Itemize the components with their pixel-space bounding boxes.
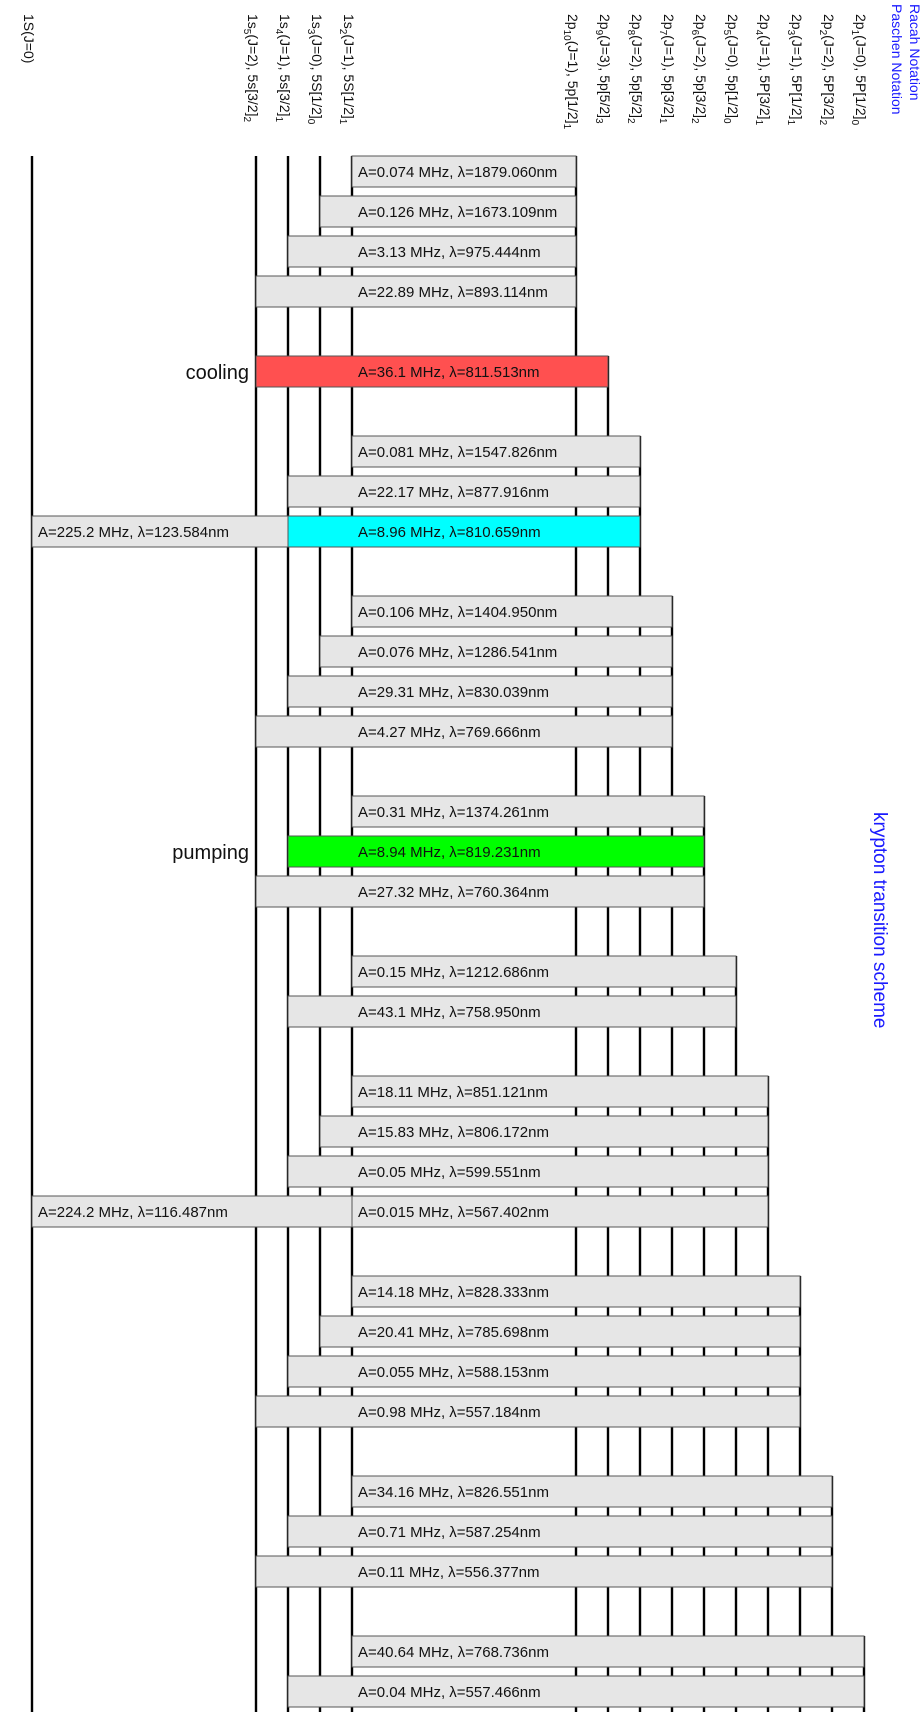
transition-label: A=34.16 MHz, λ=826.551nm [358, 1484, 549, 1501]
transition-bar [319, 1115, 769, 1148]
process-label-cooling: cooling [186, 362, 249, 384]
transition-label: A=0.074 MHz, λ=1879.060nm [358, 164, 557, 181]
transition-label: A=0.015 MHz, λ=567.402nm [358, 1204, 549, 1221]
uv-transition-bar [31, 515, 289, 548]
transition-label: A=29.31 MHz, λ=830.039nm [358, 684, 549, 701]
transition-label: A=0.126 MHz, λ=1673.109nm [358, 204, 557, 221]
transition-bar [287, 1355, 801, 1388]
level-label-2p6: 2p6(J=2), 5p[3/2]2 [689, 14, 709, 124]
transition-label: A=15.83 MHz, λ=806.172nm [358, 1124, 549, 1141]
transition-label: A=22.89 MHz, λ=893.114nm [358, 284, 548, 301]
uv-transition-label: A=224.2 MHz, λ=116.487nm [38, 1204, 228, 1221]
transition-bar [351, 1075, 769, 1108]
transition-label: A=27.32 MHz, λ=760.364nm [358, 884, 549, 901]
transition-label: A=18.11 MHz, λ=851.121nm [358, 1084, 548, 1101]
transition-bar [319, 635, 673, 668]
transition-label: A=40.64 MHz, λ=768.736nm [358, 1644, 549, 1661]
transition-label: A=0.11 MHz, λ=556.377nm [358, 1564, 540, 1581]
transition-label: A=36.1 MHz, λ=811.513nm [358, 364, 540, 381]
level-label-2p8: 2p8(J=2), 5p[5/2]2 [625, 14, 645, 124]
level-label-2p9: 2p9(J=3), 5p[5/2]3 [593, 14, 613, 124]
level-label-2p7: 2p7(J=1), 5p[3/2]1 [657, 14, 677, 124]
transition-bar [255, 1555, 833, 1588]
level-label-1s5: 1s5(J=2), 5s[3/2]2 [241, 14, 261, 122]
racah-notation-header: Racah Notation [907, 4, 923, 101]
paschen-notation-header: Paschen Notation [889, 4, 905, 115]
transition-label: A=22.17 MHz, λ=877.916nm [358, 484, 549, 501]
transition-label: A=0.04 MHz, λ=557.466nm [358, 1684, 541, 1701]
transition-bar [351, 795, 705, 828]
level-label-1s3: 1s3(J=0), 5S[1/2]0 [305, 14, 325, 125]
transition-label: A=4.27 MHz, λ=769.666nm [358, 724, 541, 741]
transition-label: A=0.31 MHz, λ=1374.261nm [358, 804, 549, 821]
transition-bar [287, 235, 577, 268]
diagram-title: krypton transition scheme [869, 812, 890, 1029]
transition-bar [319, 1315, 801, 1348]
transition-bar [351, 1275, 801, 1308]
transition-bar [287, 835, 705, 868]
level-labels: 1S(J=0) 1s5(J=2), 5s[3/2]2 1s4(J=1), 5s[3/… [21, 14, 869, 130]
level-label-2p10: 2p10(J=1), 5p[1/2]1 [561, 14, 581, 130]
level-label-2p4: 2p4(J=1), 5P[3/2]1 [753, 14, 773, 126]
level-label-2p5: 2p5(J=0), 5p[1/2]0 [721, 14, 741, 124]
transition-label: A=20.41 MHz, λ=785.698nm [358, 1324, 549, 1341]
transition-bar [287, 1515, 833, 1548]
transition-label: A=0.98 MHz, λ=557.184nm [358, 1404, 541, 1421]
transition-label: A=0.055 MHz, λ=588.153nm [358, 1364, 549, 1381]
transition-label: A=0.106 MHz, λ=1404.950nm [358, 604, 557, 621]
transition-label: A=0.076 MHz, λ=1286.541nm [358, 644, 557, 661]
transition-bar [319, 195, 577, 228]
level-label-2p2: 2p2(J=2), 5P[3/2]2 [817, 14, 837, 126]
transition-bar [351, 1475, 833, 1508]
level-label-1s4: 1s4(J=1), 5s[3/2]1 [273, 14, 293, 122]
transition-bar [351, 435, 641, 468]
transition-label: A=0.71 MHz, λ=587.254nm [358, 1524, 541, 1541]
transition-label: A=14.18 MHz, λ=828.333nm [358, 1284, 549, 1301]
transition-bar [255, 515, 641, 548]
transition-bar [287, 1155, 769, 1188]
transition-bar [255, 875, 705, 908]
transition-label: A=0.081 MHz, λ=1547.826nm [358, 444, 557, 461]
uv-transition-bar [31, 1195, 353, 1228]
transition-label: A=8.96 MHz, λ=810.659nm [358, 524, 541, 541]
level-label-1s2: 1s2(J=1), 5S[1/2]1 [337, 14, 357, 125]
transition-bar [351, 955, 737, 988]
transition-label: A=3.13 MHz, λ=975.444nm [358, 244, 541, 261]
transition-bar [255, 1395, 801, 1428]
transition-bar [287, 475, 641, 508]
transition-label: A=8.94 MHz, λ=819.231nm [358, 844, 541, 861]
transition-bar [287, 675, 673, 708]
level-label-g: 1S(J=0) [21, 14, 37, 63]
transition-bar [351, 1635, 865, 1668]
transition-bar [255, 715, 673, 748]
transition-bar [287, 1675, 865, 1708]
transition-bar [351, 155, 577, 188]
transition-bar [287, 995, 737, 1028]
transition-bar [351, 595, 673, 628]
transition-label: A=0.05 MHz, λ=599.551nm [358, 1164, 541, 1181]
transition-label: A=43.1 MHz, λ=758.950nm [358, 1004, 541, 1021]
level-label-2p1: 2p1(J=0), 5P[1/2]0 [849, 14, 869, 126]
transition-bar [255, 275, 577, 308]
process-label-pumping: pumping [172, 842, 249, 864]
transition-label: A=0.15 MHz, λ=1212.686nm [358, 964, 549, 981]
level-label-2p3: 2p3(J=1), 5P[1/2]1 [785, 14, 805, 126]
transition-bar [255, 355, 609, 388]
uv-transition-label: A=225.2 MHz, λ=123.584nm [38, 524, 229, 541]
